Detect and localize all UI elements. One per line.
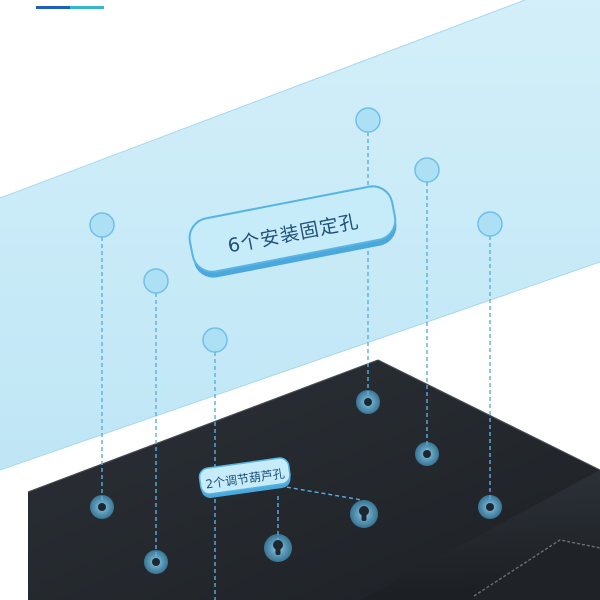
hole-marker-icon <box>414 157 440 183</box>
gourd-holes <box>264 500 378 562</box>
mounting-screw-hole-icon <box>90 495 114 519</box>
gourd-hole-icon <box>350 500 378 528</box>
hole-marker-icon <box>202 327 228 353</box>
device-edge-left <box>27 359 379 493</box>
device-front-panel <box>470 540 600 600</box>
top-accent-bar <box>36 6 104 9</box>
accent-bar-blue <box>36 6 70 9</box>
mounting-holes <box>90 390 502 574</box>
device-stitching <box>473 539 600 597</box>
hole-marker-icon <box>355 107 381 133</box>
gourd-hole-icon <box>264 534 292 562</box>
mounting-screw-hole-icon <box>356 390 380 414</box>
mounting-screw-hole-icon <box>478 495 502 519</box>
band-edge-bottom <box>0 261 600 471</box>
accent-bar-teal <box>70 6 104 9</box>
projection-markers <box>89 107 503 353</box>
callout-small-badge <box>198 457 291 498</box>
hole-marker-icon <box>143 268 169 294</box>
callout-main-badge <box>188 185 397 278</box>
band-edge-top <box>0 0 526 199</box>
guide-lines <box>101 132 491 600</box>
hole-marker-icon <box>89 212 115 238</box>
device-enclosure <box>27 359 600 600</box>
mounting-screw-hole-icon <box>415 442 439 466</box>
mounting-screw-hole-icon <box>144 550 168 574</box>
hole-marker-icon <box>477 211 503 237</box>
device-edge-right <box>377 359 600 471</box>
device-top-face <box>28 360 600 600</box>
